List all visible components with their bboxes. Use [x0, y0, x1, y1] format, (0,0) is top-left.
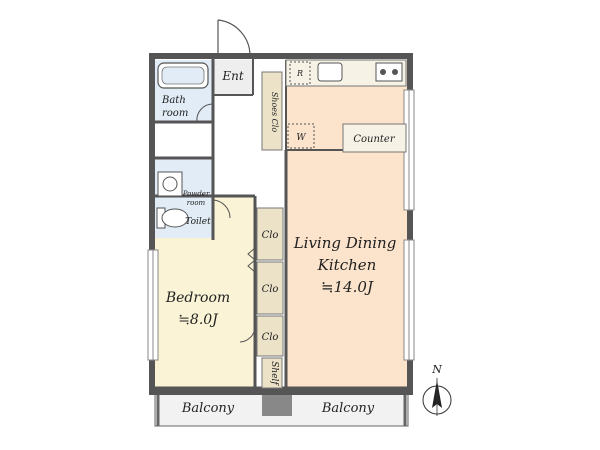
powder-label-2: room	[187, 199, 206, 207]
compass-north-label: N	[431, 363, 442, 376]
fridge-label: R	[296, 69, 303, 78]
compass-icon	[422, 378, 452, 416]
closet-door-1[interactable]	[247, 247, 256, 273]
shoes-closet-label: Shoes Clo	[270, 92, 279, 133]
fridge-space	[289, 61, 311, 85]
powder-door[interactable]	[212, 199, 231, 219]
bathtub	[157, 62, 209, 89]
closets	[256, 207, 284, 389]
shelf-label: Shelf	[269, 361, 279, 386]
balcony-pillar	[262, 394, 292, 416]
entrance-floor	[213, 60, 253, 95]
entrance-label: Ent	[221, 69, 243, 83]
balcony-area	[154, 391, 409, 427]
entrance-door[interactable]	[217, 19, 251, 57]
ldk-label-2: Kitchen	[317, 256, 377, 274]
toilet-label: Toilet	[185, 217, 211, 227]
bedroom-size-label: ≒8.0J	[178, 312, 219, 328]
washer-space	[287, 123, 315, 149]
ldk-size-label: ≒14.0J	[321, 278, 374, 296]
toilet-fixture	[156, 207, 189, 229]
bedroom-door[interactable]	[239, 327, 256, 343]
shoes-closet-box	[261, 71, 283, 151]
washer-label: W	[296, 133, 306, 143]
ldk-label-1: Living Dining	[293, 234, 397, 252]
washbasin	[157, 171, 183, 197]
windows	[147, 89, 415, 361]
balcony-left-label: Balcony	[181, 401, 235, 416]
balcony-right-label: Balcony	[321, 401, 375, 416]
bath-door[interactable]	[196, 103, 214, 123]
closet-label-1: Clo	[262, 230, 279, 241]
closet-label-2: Clo	[262, 284, 279, 295]
powder-label-1: Powder	[182, 190, 210, 198]
bedroom-label: Bedroom	[165, 290, 230, 306]
closet-label-3: Clo	[262, 332, 279, 343]
bath-label-1: Bath	[161, 95, 186, 106]
kitchen-counter	[285, 59, 407, 153]
bath-label-2: room	[162, 108, 188, 119]
counter-label: Counter	[353, 134, 395, 145]
